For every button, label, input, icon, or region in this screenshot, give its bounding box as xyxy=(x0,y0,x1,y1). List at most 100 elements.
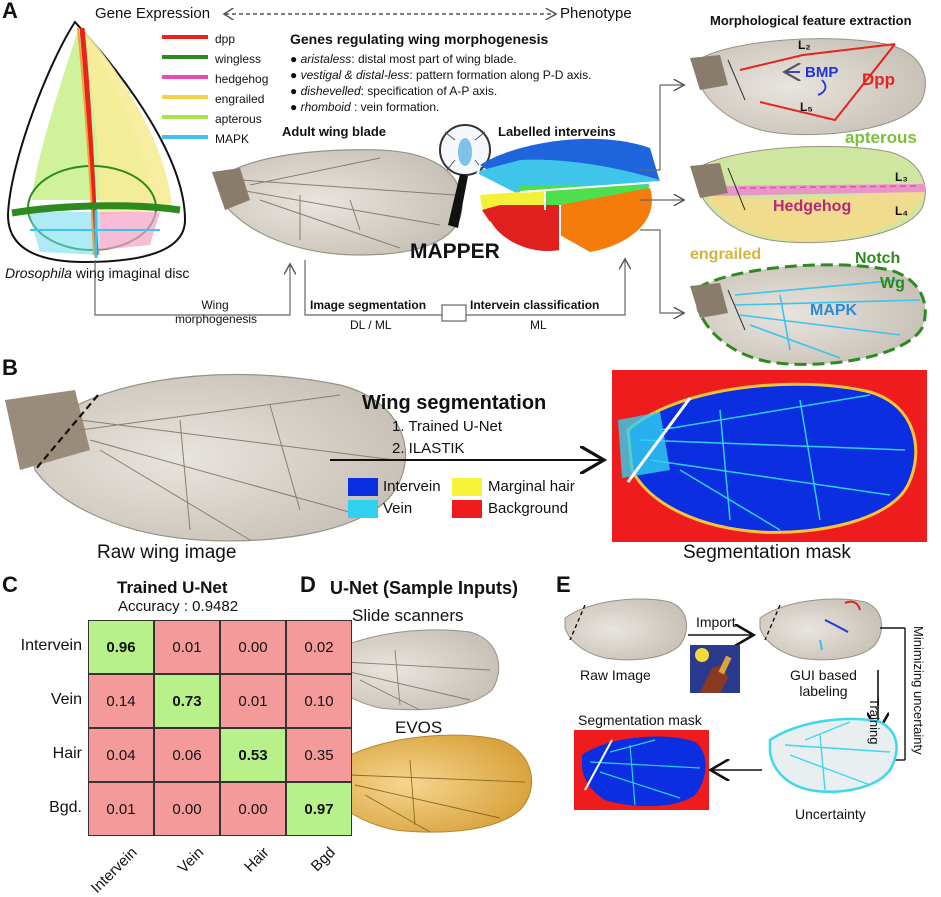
matrix-cell: 0.01 xyxy=(154,620,220,674)
accuracy-label: Accuracy : 0.9482 xyxy=(118,598,239,615)
gene-legend-swatches xyxy=(162,35,208,139)
matrix-cell: 0.06 xyxy=(154,728,220,782)
gene-item: ● dishevelled: specification of A-P axis… xyxy=(290,84,498,98)
adult-wing-label: Adult wing blade xyxy=(282,124,386,139)
panel-letter-c: C xyxy=(2,572,18,597)
feature-wing-apterous xyxy=(690,145,926,244)
feature-wing-bmp xyxy=(690,38,926,136)
matrix-cell: 0.01 xyxy=(88,782,154,836)
matrix-row-label: Bgd. xyxy=(49,799,82,816)
label-l5: L₅ xyxy=(800,100,813,114)
segmentation-mask-image xyxy=(612,370,927,542)
e-gui-label: GUI based labeling xyxy=(790,667,857,699)
label-engrailed: engrailed xyxy=(690,246,762,263)
matrix-cell: 0.14 xyxy=(88,674,154,728)
sample-inputs-title: U-Net (Sample Inputs) xyxy=(330,578,519,598)
disc-caption: Drosophila wing imaginal disc xyxy=(5,265,190,281)
seg-step-2: 2. ILASTIK xyxy=(392,440,465,457)
legend-mapk: MAPK xyxy=(215,132,250,146)
legend-engrailed: engrailed xyxy=(215,92,265,106)
legend-dpp: dpp xyxy=(215,32,236,46)
phenotype-label: Phenotype xyxy=(560,5,632,22)
label-dpp: Dpp xyxy=(862,70,896,89)
e-seg-mask-label: Segmentation mask xyxy=(578,712,702,728)
matrix-cell: 0.97 xyxy=(286,782,352,836)
label-wg: Wg xyxy=(880,275,905,292)
gene-item: ● vestigal & distal-less: pattern format… xyxy=(290,68,592,82)
gene-item: ● aristaless: distal most part of wing b… xyxy=(290,52,517,66)
dl-ml-label: DL / ML xyxy=(350,318,392,332)
matrix-cell: 0.00 xyxy=(220,782,286,836)
imaginal-disc xyxy=(6,20,187,264)
matrix-cell: 0.04 xyxy=(88,728,154,782)
panel-a-flow xyxy=(94,85,683,322)
matrix-cell: 0.53 xyxy=(220,728,286,782)
evos-label: EVOS xyxy=(395,718,443,737)
legend-hedgehog: hedgehog xyxy=(215,72,269,86)
label-mapk: MAPK xyxy=(810,302,858,319)
segmentation-mask-label: Segmentation mask xyxy=(683,542,851,563)
genes-title: Genes regulating wing morphogenesis xyxy=(290,31,549,47)
raw-wing-label: Raw wing image xyxy=(97,542,237,563)
gene-expression-label: Gene Expression xyxy=(95,5,211,22)
ilastik-icon xyxy=(690,645,740,693)
matrix-cell: 0.96 xyxy=(88,620,154,674)
ml-label: ML xyxy=(530,318,547,332)
labelled-interveins-wing xyxy=(473,138,661,252)
matrix-cell: 0.00 xyxy=(220,620,286,674)
seg-step-1: 1. Trained U-Net xyxy=(392,418,503,435)
matrix-row-label: Intervein xyxy=(20,637,82,654)
adult-wing-image xyxy=(212,149,463,256)
legend-marginal-hair: Marginal hair xyxy=(488,478,575,495)
panel-letter-a: A xyxy=(2,0,18,23)
matrix-cell: 0.10 xyxy=(286,674,352,728)
raw-wing-image xyxy=(5,373,407,542)
label-l2: L₂ xyxy=(798,38,811,52)
labelled-interveins-label: Labelled interveins xyxy=(498,124,616,139)
gene-legend: dpp wingless hedgehog engrailed apterous… xyxy=(215,29,268,149)
magnifier-fly-icon xyxy=(439,124,491,228)
matrix-cell: 0.02 xyxy=(286,620,352,674)
legend-vein: Vein xyxy=(383,500,413,517)
legend-intervein: Intervein xyxy=(383,478,441,495)
e-uncertainty-label: Uncertainty xyxy=(795,806,866,822)
wing-segmentation-title: Wing segmentation xyxy=(362,392,547,414)
legend-wingless: wingless xyxy=(215,52,262,66)
wing-morphogenesis-label: Wing morphogenesis xyxy=(175,298,258,326)
matrix-cell: 0.73 xyxy=(154,674,220,728)
figure-graphics xyxy=(5,0,927,833)
unet-title: Trained U-Net xyxy=(117,578,228,597)
slide-scanners-label: Slide scanners xyxy=(352,606,464,625)
e-import-label: Import xyxy=(696,614,736,630)
e-raw-image-label: Raw Image xyxy=(580,667,651,683)
mapper-label: MAPPER xyxy=(410,240,500,263)
e-min-uncertainty-label: Minimizing uncertainty xyxy=(911,626,926,755)
label-l4: L₄ xyxy=(895,204,909,218)
panel-letter-b: B xyxy=(2,355,18,380)
gene-item: ● rhomboid : vein formation. xyxy=(290,100,440,114)
e-gui-wing xyxy=(759,598,883,661)
label-bmp: BMP xyxy=(805,64,839,81)
matrix-cell: 0.01 xyxy=(220,674,286,728)
intervein-classification-label: Intervein classification xyxy=(470,298,600,312)
feature-title: Morphological feature extraction xyxy=(710,13,912,28)
legend-apterous: apterous xyxy=(215,112,262,126)
label-hedgehog: Hedgehog xyxy=(773,198,852,215)
e-segmentation-mask xyxy=(574,730,709,810)
e-training-label: Training xyxy=(867,698,882,745)
panel-letter-d: D xyxy=(300,572,316,597)
image-segmentation-label: Image segmentation xyxy=(310,298,427,312)
label-apterous: apterous xyxy=(845,128,917,147)
label-l3: L₃ xyxy=(895,170,908,184)
matrix-row-label: Vein xyxy=(50,691,82,708)
genes-list: ● aristaless: distal most part of wing b… xyxy=(290,51,591,115)
legend-background: Background xyxy=(488,500,569,517)
feature-wing-notch xyxy=(690,263,927,366)
panel-letter-e: E xyxy=(556,572,571,597)
matrix-row-label: Hair xyxy=(52,745,82,762)
segmentation-legend-swatches xyxy=(348,478,482,518)
matrix-cell: 0.00 xyxy=(154,782,220,836)
e-raw-wing xyxy=(564,598,688,661)
e-uncertainty-wing xyxy=(768,717,898,794)
label-notch: Notch xyxy=(855,250,901,267)
